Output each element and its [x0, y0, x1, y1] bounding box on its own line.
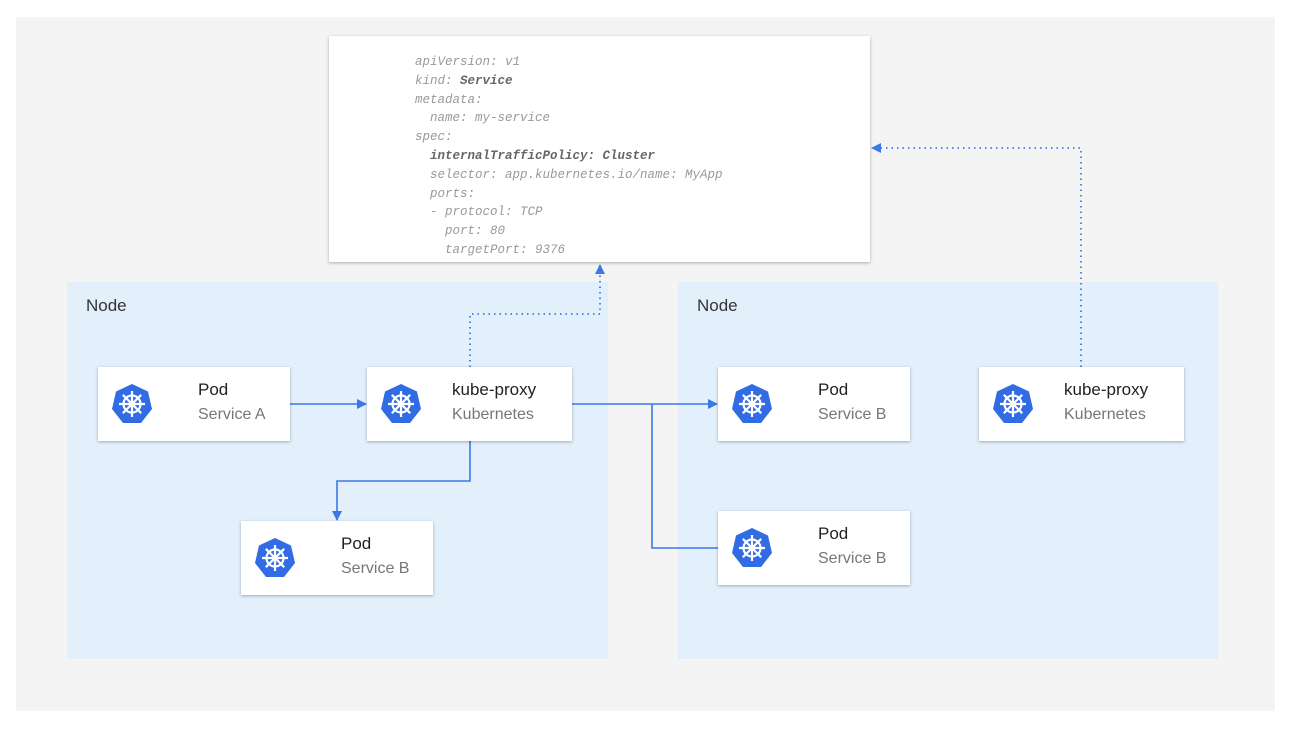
- kubernetes-icon: [253, 536, 297, 580]
- arrow-kube-proxy-to-pod-b-left: [332, 441, 471, 521]
- dotted-arrow-left-proxy-to-service: [469, 264, 605, 367]
- card-subtitle: Service B: [818, 406, 887, 423]
- card-title: Pod: [818, 380, 849, 399]
- kubernetes-icon: [110, 382, 154, 426]
- card-subtitle: Kubernetes: [452, 406, 534, 423]
- card-subtitle: Service B: [341, 560, 410, 577]
- service-yaml-box: apiVersion: v1 kind: Service metadata: n…: [329, 36, 870, 262]
- card-subtitle: Service B: [818, 550, 887, 567]
- node-left: Node: [67, 282, 608, 659]
- card-subtitle: Kubernetes: [1064, 406, 1146, 423]
- card-title: Pod: [341, 534, 372, 553]
- card-title: kube-proxy: [1064, 380, 1149, 399]
- dotted-arrow-right-proxy-to-service: [871, 143, 1082, 367]
- kubernetes-icon: [730, 526, 774, 570]
- node-label: Node: [86, 296, 127, 315]
- kubernetes-icon: [730, 382, 774, 426]
- yaml-code: apiVersion: v1 kind: Service metadata: n…: [415, 55, 723, 257]
- node-right: Node: [678, 282, 1218, 659]
- card-title: kube-proxy: [452, 380, 537, 399]
- card-title: Pod: [198, 380, 229, 399]
- card-title: Pod: [818, 524, 849, 543]
- node-label: Node: [697, 296, 738, 315]
- arrow-kube-proxy-to-pod-b-right-2: [651, 404, 728, 553]
- kubernetes-icon: [379, 382, 423, 426]
- kubernetes-icon: [991, 382, 1035, 426]
- card-subtitle: Service A: [198, 406, 266, 423]
